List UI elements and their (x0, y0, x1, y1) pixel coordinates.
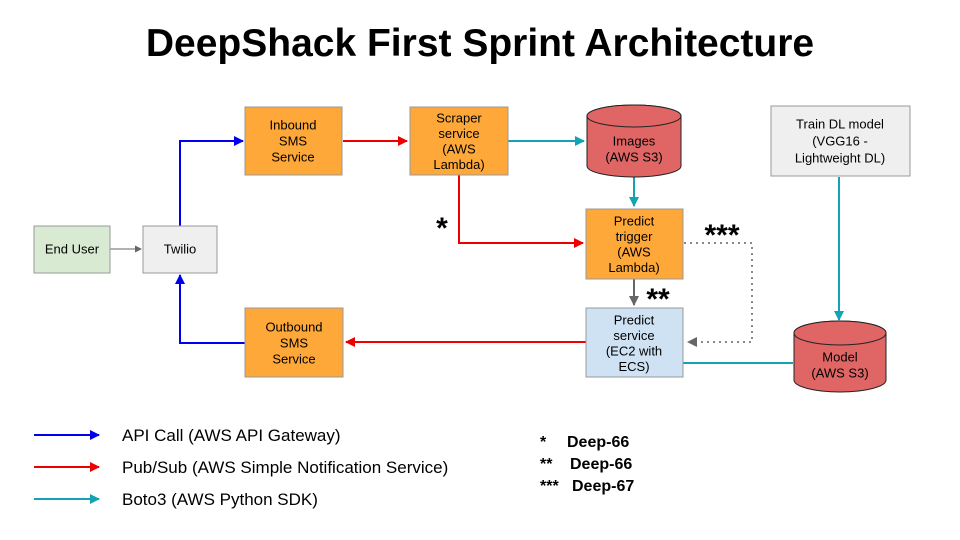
twilio-to-inbound-arrow (179, 136, 244, 226)
predict-service-line-1: Predict (614, 312, 655, 327)
scraper-line-2: service (438, 126, 479, 141)
note-one: * Deep-66 (540, 434, 629, 452)
model-line-2: (AWS S3) (811, 366, 868, 381)
model-s3-node: Model(AWS S3) (793, 320, 887, 393)
images-s3-node: Images(AWS S3) (586, 104, 682, 178)
twilio-node: Twilio (142, 225, 218, 274)
legend-boto-label: Boto3 (AWS Python SDK) (122, 490, 318, 509)
note-two-text: Deep-66 (570, 456, 633, 473)
inbound-line-2: SMS (279, 134, 308, 149)
connectors (104, 136, 844, 364)
outbound-line-1: Outbound (265, 320, 322, 335)
inbound-line-1: Inbound (270, 118, 317, 133)
predict-trigger-line-2: trigger (616, 229, 654, 244)
train-line-2: (VGG16 - (812, 134, 868, 149)
legend-pubsub-label: Pub/Sub (AWS Simple Notification Service… (122, 458, 449, 477)
images-s3-label: Images(AWS S3) (605, 134, 662, 165)
outbound-line-2: SMS (280, 336, 309, 351)
note-two: ** Deep-66 (540, 456, 632, 474)
note-one-text: Deep-66 (567, 434, 630, 451)
images-line-2: (AWS S3) (605, 150, 662, 165)
marker-one: * (436, 212, 448, 245)
legend-api-label: API Call (AWS API Gateway) (122, 426, 341, 445)
note-three: *** Deep-67 (540, 478, 634, 496)
predict-trigger-line-4: Lambda) (608, 260, 659, 275)
end-user-line-1: End User (45, 242, 100, 257)
predict-service-line-4: ECS) (618, 359, 649, 374)
model-s3-label: Model(AWS S3) (811, 350, 868, 381)
predict-service-line-2: service (613, 328, 654, 343)
images-line-1: Images (613, 134, 656, 149)
scraper-line-4: Lambda) (433, 157, 484, 172)
predict-service-line-3: (EC2 with (606, 343, 662, 358)
note-two-marker: ** (540, 456, 553, 473)
end-user-node: End User (33, 225, 111, 274)
scraper-to-trigger-arrow (458, 175, 584, 248)
train-model-label: Train DL model (VGG16 - Lightweight DL) (795, 117, 885, 166)
note-three-text: Deep-67 (572, 478, 635, 495)
inbound-line-3: Service (271, 150, 314, 165)
model-line-1: Model (822, 350, 858, 365)
scraper-line-3: (AWS (442, 141, 476, 156)
twilio-label: Twilio (164, 242, 197, 257)
train-line-3: Lightweight DL) (795, 151, 885, 166)
twilio-line-1: Twilio (164, 242, 197, 257)
predict-trigger-line-3: (AWS (617, 244, 651, 259)
note-one-marker: * (540, 434, 547, 451)
page-title: DeepShack First Sprint Architecture (145, 22, 815, 65)
trigger-to-service-dotted-arrow (684, 242, 753, 347)
train-model-node: Train DL model (VGG16 - Lightweight DL) (770, 105, 911, 177)
marker-two: ** (646, 283, 670, 316)
train-line-1: Train DL model (796, 117, 884, 132)
end-user-label: End User (45, 242, 100, 257)
predict-trigger-line-1: Predict (614, 213, 655, 228)
outbound-line-3: Service (272, 352, 315, 367)
scraper-line-1: Scraper (436, 110, 482, 125)
marker-three: *** (704, 219, 739, 252)
outbound-to-twilio-arrow (175, 274, 245, 344)
note-three-marker: *** (540, 478, 559, 495)
